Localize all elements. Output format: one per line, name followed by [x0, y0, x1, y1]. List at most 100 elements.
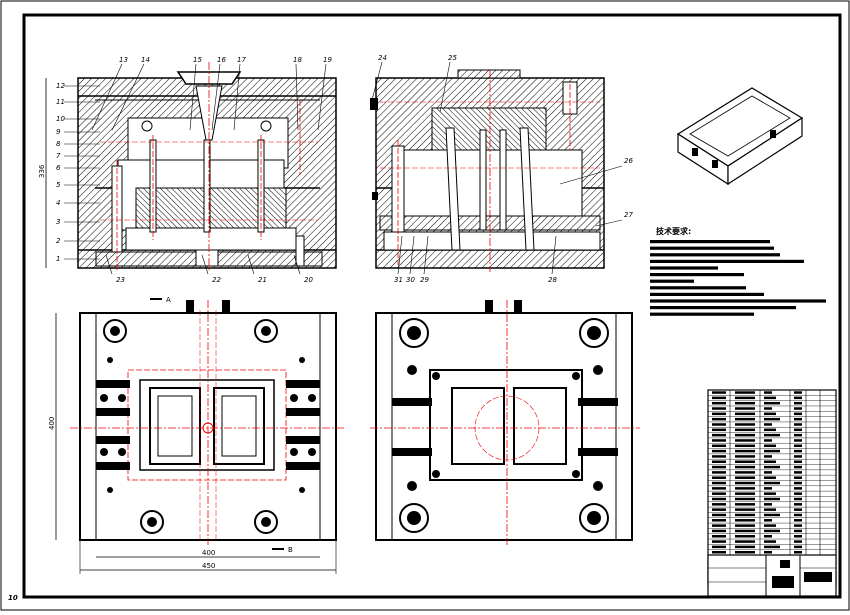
plan-view-right — [370, 300, 640, 545]
height-dim-label: 336 — [38, 164, 46, 178]
bom-cell — [764, 550, 772, 554]
bom-cell — [735, 449, 755, 453]
bom-cell — [712, 423, 726, 426]
bom-cell — [764, 444, 776, 448]
bom-cell — [712, 481, 726, 485]
bom-cell — [794, 529, 802, 533]
part-isometric — [676, 87, 804, 186]
bom-cell — [712, 412, 726, 416]
bom-cell — [764, 396, 776, 400]
tech-req-line — [650, 259, 804, 263]
tech-req-title: 技术要求: — [656, 226, 691, 236]
bom-cell — [712, 401, 726, 405]
bom-cell — [735, 417, 755, 421]
bom-cell — [712, 487, 726, 490]
part-label: 15 — [193, 56, 202, 64]
bom-cell — [735, 540, 755, 543]
dim-width-inner: 400 — [202, 549, 215, 557]
bom-cell — [735, 455, 755, 458]
bom-cell — [764, 476, 776, 479]
bom-cell — [794, 423, 802, 426]
bom-cell — [764, 401, 780, 405]
bom-cell — [794, 550, 802, 554]
bom-cell — [712, 455, 726, 458]
part-label: 24 — [378, 54, 387, 62]
bom-cell — [735, 423, 755, 426]
part-label: 31 — [394, 276, 403, 284]
part-label: 11 — [56, 98, 65, 106]
bom-cell — [764, 412, 776, 416]
part-label: 26 — [624, 157, 633, 165]
bom-cell — [794, 497, 802, 501]
bom-cell — [794, 449, 802, 453]
bom-cell — [794, 460, 802, 463]
bom-cell — [712, 545, 726, 549]
bom-cell — [712, 465, 726, 469]
bom-cell — [764, 481, 780, 485]
part-label: 4 — [56, 199, 60, 207]
bom-cell — [712, 508, 726, 511]
section-mark-a: A — [166, 296, 171, 304]
part-label: 12 — [56, 82, 65, 90]
tech-req-line — [650, 240, 770, 244]
bom-cell — [712, 407, 726, 410]
bom-cell — [735, 465, 755, 469]
part-label: 9 — [56, 128, 61, 136]
bom-cell — [712, 471, 726, 474]
bom-cell — [764, 465, 780, 469]
bom-cell — [735, 401, 755, 405]
bom-cell — [764, 492, 776, 495]
bom-cell — [794, 476, 802, 479]
part-label: 23 — [116, 276, 125, 284]
bom-table — [707, 389, 837, 587]
part-label: 19 — [323, 56, 332, 64]
bom-cell — [712, 428, 726, 432]
bom-cell — [764, 513, 780, 517]
tech-req-line — [650, 286, 746, 290]
part-label: 5 — [56, 181, 61, 189]
bom-cell — [764, 497, 780, 501]
bom-cell — [712, 444, 726, 448]
part-label: 3 — [56, 218, 60, 226]
bom-cell — [794, 481, 802, 485]
part-label: 21 — [258, 276, 267, 284]
bom-cell — [735, 428, 755, 432]
part-label: 10 — [56, 115, 65, 123]
bom-cell — [794, 508, 802, 511]
bom-cell — [735, 391, 755, 394]
part-label: 13 — [119, 56, 128, 64]
bom-cell — [712, 433, 726, 437]
bom-cell — [712, 513, 726, 517]
part-label: 7 — [56, 152, 61, 160]
bom-cell — [794, 396, 802, 400]
bom-cell — [764, 449, 780, 453]
bom-cell — [794, 513, 802, 517]
plan-view-left — [70, 300, 345, 545]
bom-cell — [794, 465, 802, 469]
tech-req-line — [650, 299, 826, 303]
bom-cell — [712, 492, 726, 495]
bom-cell — [735, 460, 755, 463]
part-label: 22 — [212, 276, 221, 284]
part-label: 30 — [406, 276, 415, 284]
bom-cell — [712, 540, 726, 543]
bom-cell — [735, 529, 755, 533]
part-label: 17 — [237, 56, 246, 64]
bom-cell — [764, 423, 772, 426]
bom-cell — [764, 455, 772, 458]
part-label: 6 — [56, 164, 61, 172]
bom-cell — [712, 460, 726, 463]
bom-cell — [735, 444, 755, 448]
bom-cell — [712, 396, 726, 400]
bom-cell — [764, 524, 776, 527]
bom-cell — [735, 503, 755, 506]
bom-cell — [764, 460, 776, 463]
bom-cell — [712, 519, 726, 522]
bom-cell — [712, 476, 726, 479]
bom-cell — [735, 471, 755, 474]
